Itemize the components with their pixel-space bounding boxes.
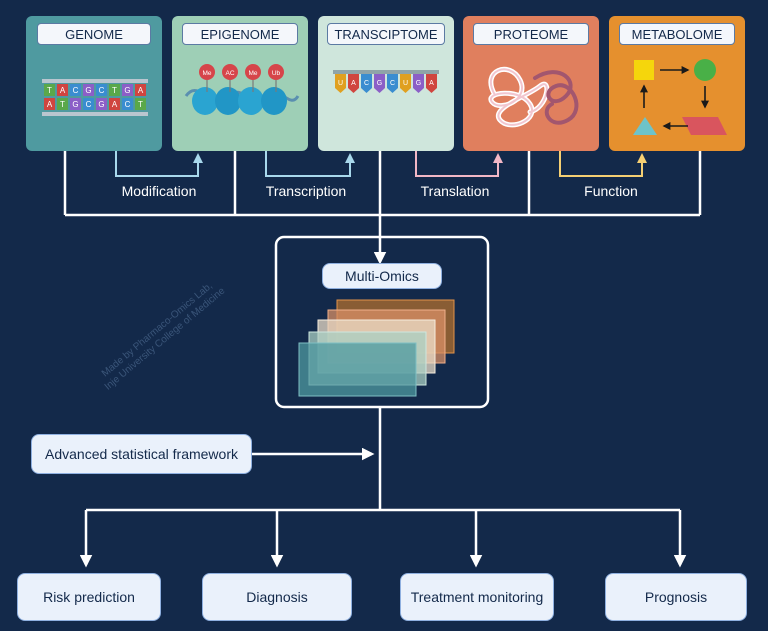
transcriptome-label: TRANSCIPTOME xyxy=(327,23,445,45)
rna-base-7: A xyxy=(426,74,437,93)
dna-top-base-6: G xyxy=(122,84,133,96)
stacked-layers-icon xyxy=(298,299,455,397)
svg-text:G: G xyxy=(377,80,382,87)
svg-text:T: T xyxy=(47,86,52,95)
collector-lines xyxy=(63,151,702,217)
function-arrow xyxy=(559,151,647,177)
svg-text:G: G xyxy=(98,100,104,109)
diagnosis-box: Diagnosis xyxy=(202,573,352,621)
svg-text:U: U xyxy=(338,80,343,87)
svg-text:Ub: Ub xyxy=(272,70,281,77)
dna-bottom-base-7: T xyxy=(135,98,146,110)
svg-text:C: C xyxy=(364,80,369,87)
rna-base-4: C xyxy=(387,74,398,93)
svg-text:C: C xyxy=(73,86,79,95)
nucleosome-icon: Me AC Me Ub xyxy=(184,64,300,115)
svg-text:T: T xyxy=(138,100,143,109)
svg-text:G: G xyxy=(85,86,91,95)
dna-top-base-2: C xyxy=(70,84,81,96)
function-label: Function xyxy=(584,183,638,199)
svg-text:Me: Me xyxy=(202,70,211,77)
dna-top-base-4: C xyxy=(96,84,107,96)
svg-text:A: A xyxy=(429,80,434,87)
svg-text:G: G xyxy=(124,86,130,95)
modification-label: Modification xyxy=(121,183,197,199)
modification-arrow xyxy=(115,151,203,177)
dna-bottom-base-0: A xyxy=(44,98,55,110)
dna-top-base-7: A xyxy=(135,84,146,96)
genome-label: GENOME xyxy=(37,23,151,45)
dna-top-base-0: T xyxy=(44,84,55,96)
svg-text:T: T xyxy=(60,100,65,109)
svg-text:C: C xyxy=(99,86,105,95)
dna-top-base-1: A xyxy=(57,84,68,96)
svg-text:T: T xyxy=(112,86,117,95)
svg-text:G: G xyxy=(416,80,421,87)
epigenome-card xyxy=(172,16,308,151)
multi-omics-label: Multi-Omics xyxy=(322,263,442,289)
output-tree xyxy=(86,407,680,512)
multi-omics-box xyxy=(274,235,490,409)
svg-text:A: A xyxy=(138,86,144,95)
rna-base-6: G xyxy=(413,74,424,93)
dna-bottom-base-1: T xyxy=(57,98,68,110)
dna-bottom-base-6: C xyxy=(122,98,133,110)
rna-base-0: U xyxy=(335,74,346,93)
treatment-monitoring-box: Treatment monitoring xyxy=(400,573,554,621)
transcriptome-card xyxy=(318,16,454,151)
metabolite-cycle-icon xyxy=(633,59,727,135)
dna-top-base-3: G xyxy=(83,84,94,96)
epigenome-label: EPIGENOME xyxy=(182,23,298,45)
svg-text:C: C xyxy=(390,80,395,87)
dna-bottom-base-2: G xyxy=(70,98,81,110)
epi-mark-3: Ub xyxy=(268,64,284,92)
translation-label: Translation xyxy=(420,183,490,199)
transcription-arrow xyxy=(265,151,355,177)
protein-icon xyxy=(488,66,579,128)
metabolome-label: METABOLOME xyxy=(619,23,735,45)
svg-text:C: C xyxy=(125,100,131,109)
rna-base-3: G xyxy=(374,74,385,93)
svg-text:C: C xyxy=(86,100,92,109)
rna-base-5: U xyxy=(400,74,411,93)
svg-text:A: A xyxy=(60,86,66,95)
dna-bottom-base-5: A xyxy=(109,98,120,110)
rna-base-2: C xyxy=(361,74,372,93)
dna-bottom-base-4: G xyxy=(96,98,107,110)
svg-text:A: A xyxy=(112,100,118,109)
epi-mark-2: Me xyxy=(245,64,261,92)
svg-text:G: G xyxy=(72,100,78,109)
proteome-label: PROTEOME xyxy=(473,23,589,45)
risk-prediction-box: Risk prediction xyxy=(17,573,161,621)
rna-base-1: A xyxy=(348,74,359,93)
prognosis-box: Prognosis xyxy=(605,573,747,621)
dna-bottom-base-3: C xyxy=(83,98,94,110)
translation-arrow xyxy=(415,151,503,177)
dna-top-base-5: T xyxy=(109,84,120,96)
genome-card xyxy=(26,16,162,151)
svg-text:U: U xyxy=(403,80,408,87)
svg-text:A: A xyxy=(351,80,356,87)
epi-mark-1: AC xyxy=(222,64,238,92)
framework-label: Advanced statistical framework xyxy=(31,434,252,474)
transcription-label: Transcription xyxy=(265,183,347,199)
epi-mark-0: Me xyxy=(199,64,215,92)
svg-text:A: A xyxy=(47,100,53,109)
svg-text:Me: Me xyxy=(248,70,257,77)
svg-text:AC: AC xyxy=(225,70,234,77)
